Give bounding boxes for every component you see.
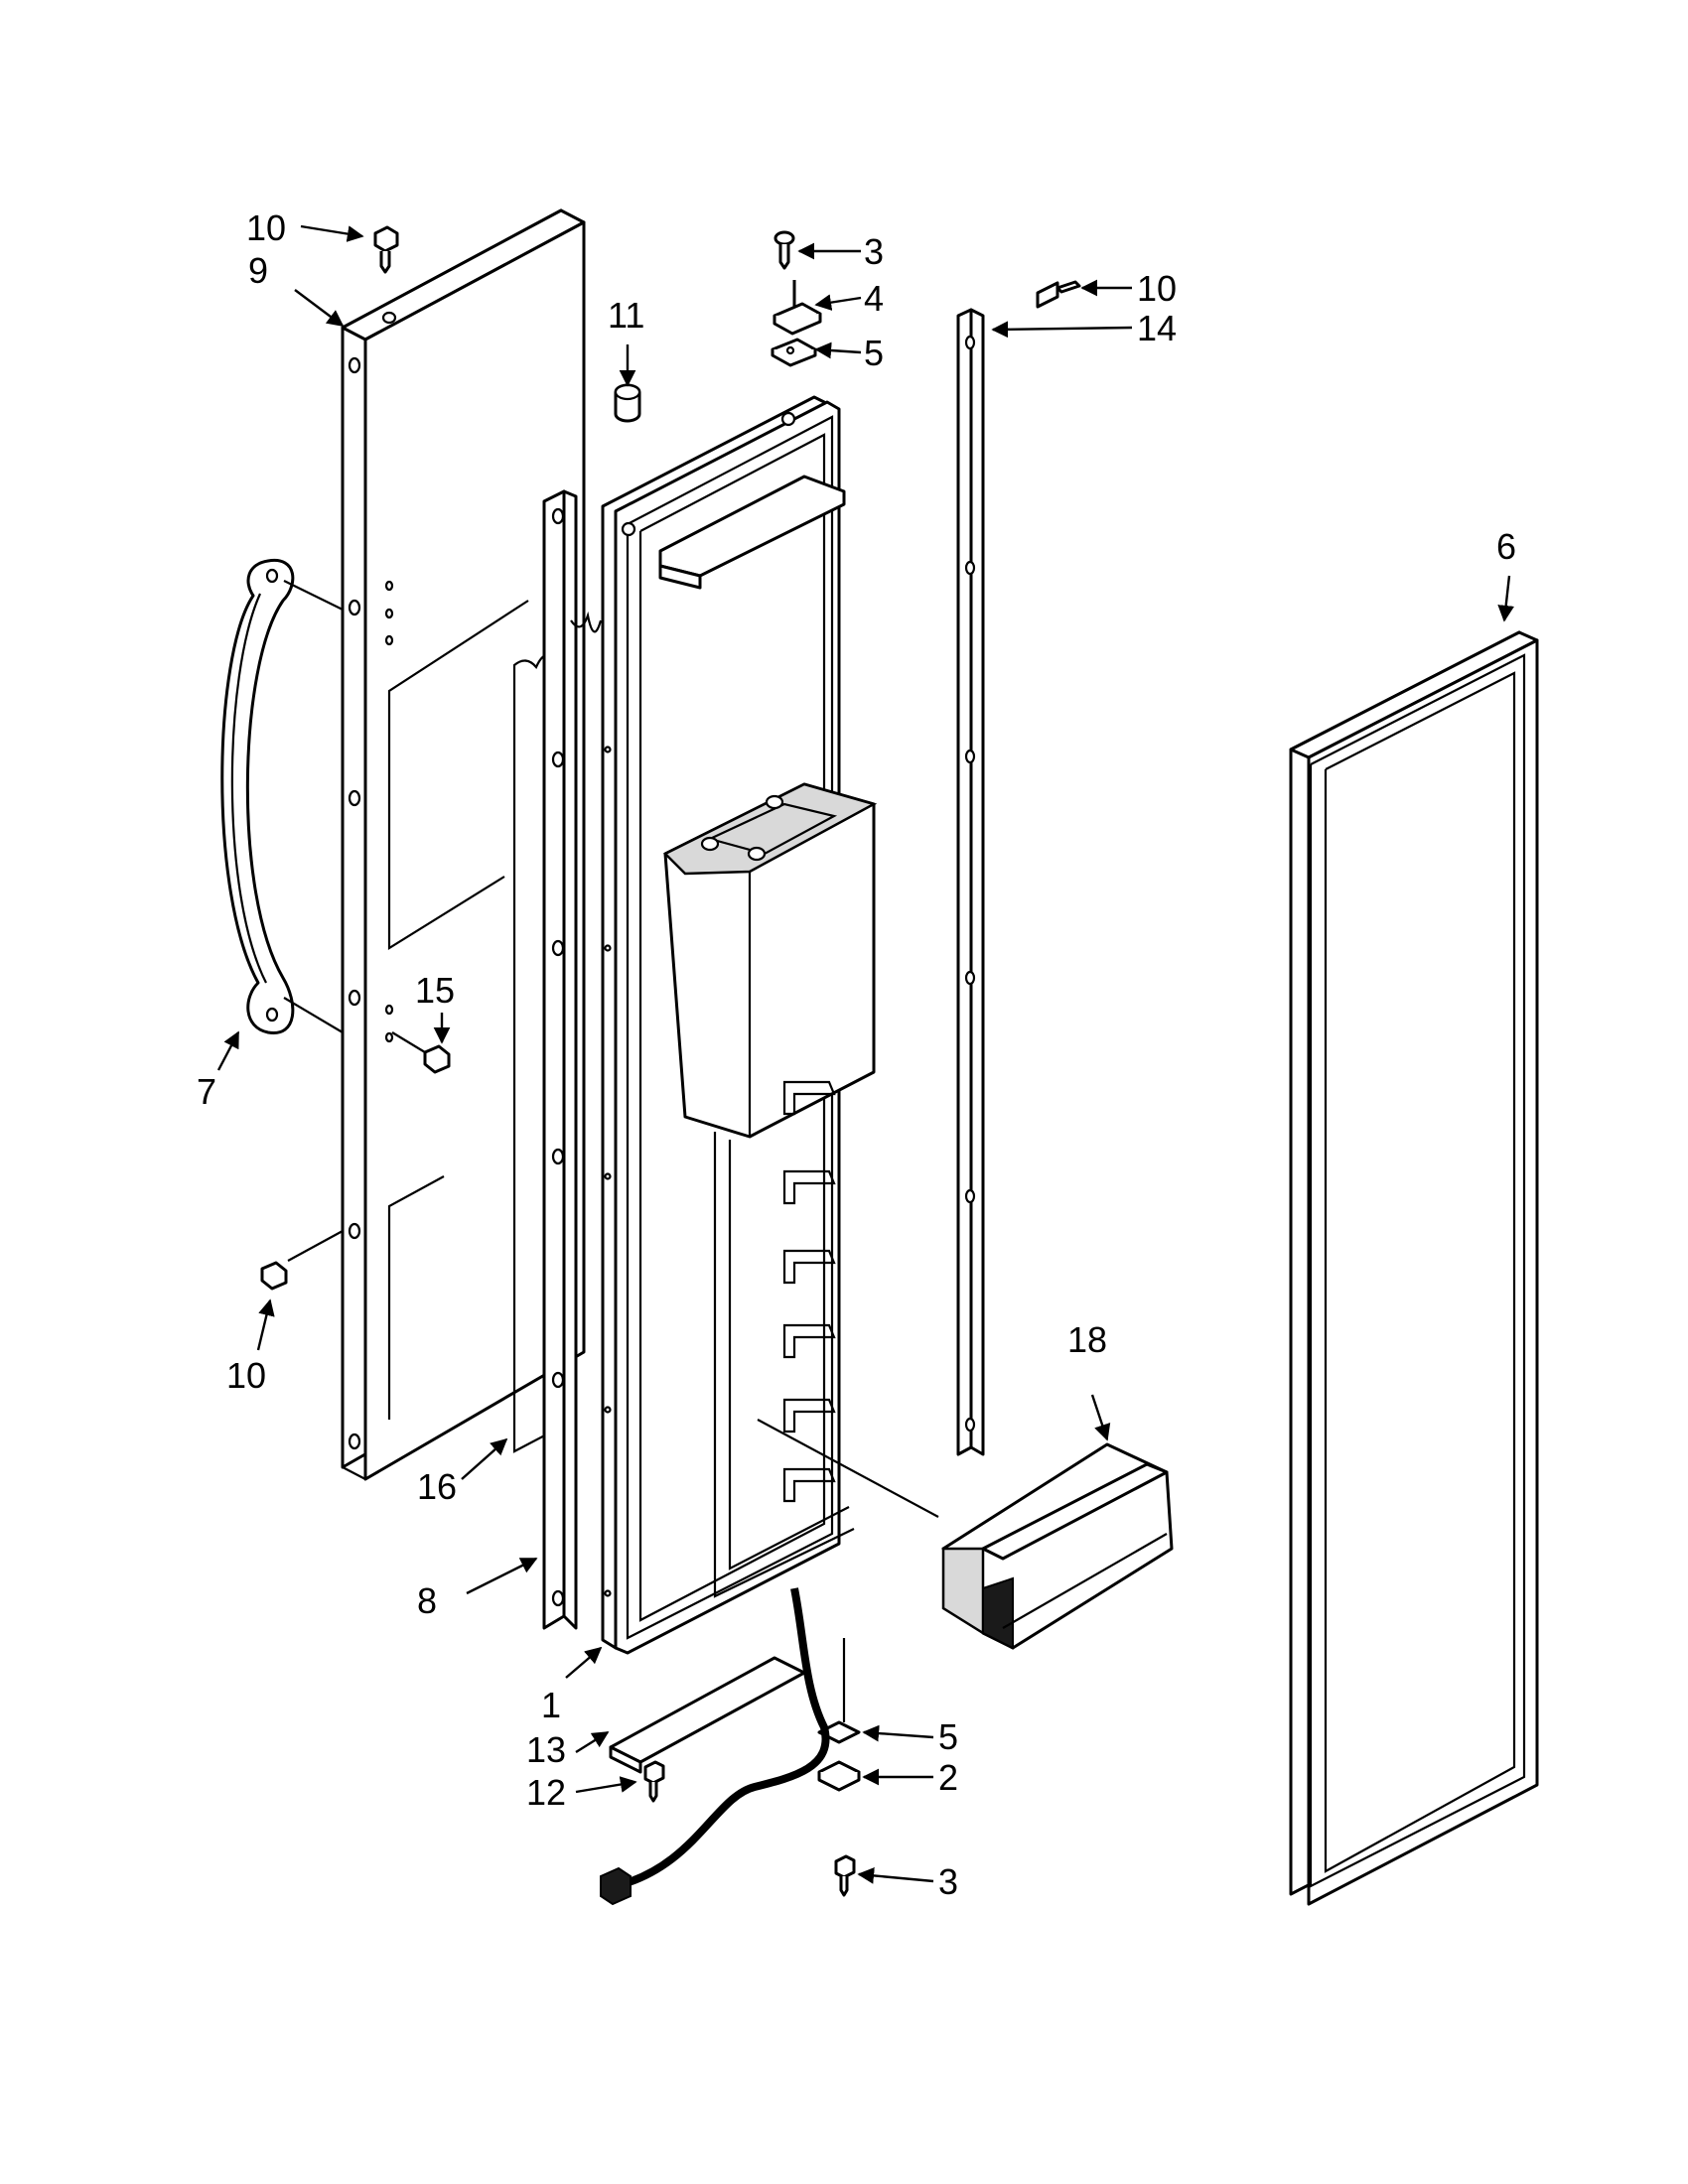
door-gasket-part-6 — [1289, 630, 1539, 1906]
callout-1: 1 — [541, 1685, 561, 1725]
top-hinge-parts — [771, 230, 822, 367]
callout-9: 9 — [248, 250, 268, 291]
screw-part-3-top — [774, 230, 795, 270]
callout-7: 7 — [197, 1071, 216, 1112]
bracket-part-13 — [609, 1656, 806, 1764]
callout-10-top: 10 — [246, 207, 286, 248]
shim-part-5-top — [771, 338, 817, 367]
screw-part-10-left — [260, 1230, 344, 1291]
callout-15: 15 — [415, 970, 455, 1011]
callout-5-top: 5 — [864, 333, 884, 373]
callout-8: 8 — [417, 1580, 437, 1621]
outer-panel-part-9 — [341, 208, 586, 1481]
callout-18: 18 — [1067, 1319, 1107, 1360]
screw-part-15 — [391, 1031, 451, 1074]
callout-4: 4 — [864, 278, 884, 319]
callout-labels: 10 9 3 4 5 10 14 11 6 15 7 10 18 16 8 1 … — [197, 207, 1516, 1902]
hinge-part-4 — [773, 280, 822, 336]
door-handle-part-7 — [220, 559, 344, 1034]
callout-10-right: 10 — [1137, 268, 1177, 309]
screw-part-12 — [643, 1760, 665, 1785]
bottom-hinge-parts — [600, 1587, 861, 1906]
panel-holes — [348, 311, 397, 1450]
wire-harness — [615, 1587, 830, 1890]
callout-10-left: 10 — [226, 1355, 266, 1396]
bushing-part-11 — [614, 383, 641, 423]
screw-part-10-top — [373, 225, 399, 274]
callout-16: 16 — [417, 1466, 457, 1507]
callout-12: 12 — [526, 1772, 566, 1813]
screw-part-10-right — [1036, 280, 1081, 309]
callout-14: 14 — [1137, 308, 1177, 348]
screw-part-3-bottom — [834, 1854, 856, 1879]
callout-3-top: 3 — [864, 231, 884, 272]
door-bin-part-18 — [941, 1442, 1174, 1650]
trim-strip-part-14 — [956, 308, 985, 1456]
door-assembly-part-1 — [601, 395, 939, 1655]
callout-13: 13 — [526, 1729, 566, 1770]
trim-strip-part-8 — [542, 489, 603, 1630]
wire-connector — [600, 1866, 632, 1906]
callout-3-bottom: 3 — [938, 1861, 958, 1902]
leader-lines — [216, 224, 1515, 1884]
callout-5-bottom: 5 — [938, 1716, 958, 1757]
callout-2: 2 — [938, 1757, 958, 1798]
callout-6: 6 — [1496, 526, 1516, 567]
callout-11: 11 — [608, 295, 644, 336]
door-ribs — [782, 1080, 836, 1503]
